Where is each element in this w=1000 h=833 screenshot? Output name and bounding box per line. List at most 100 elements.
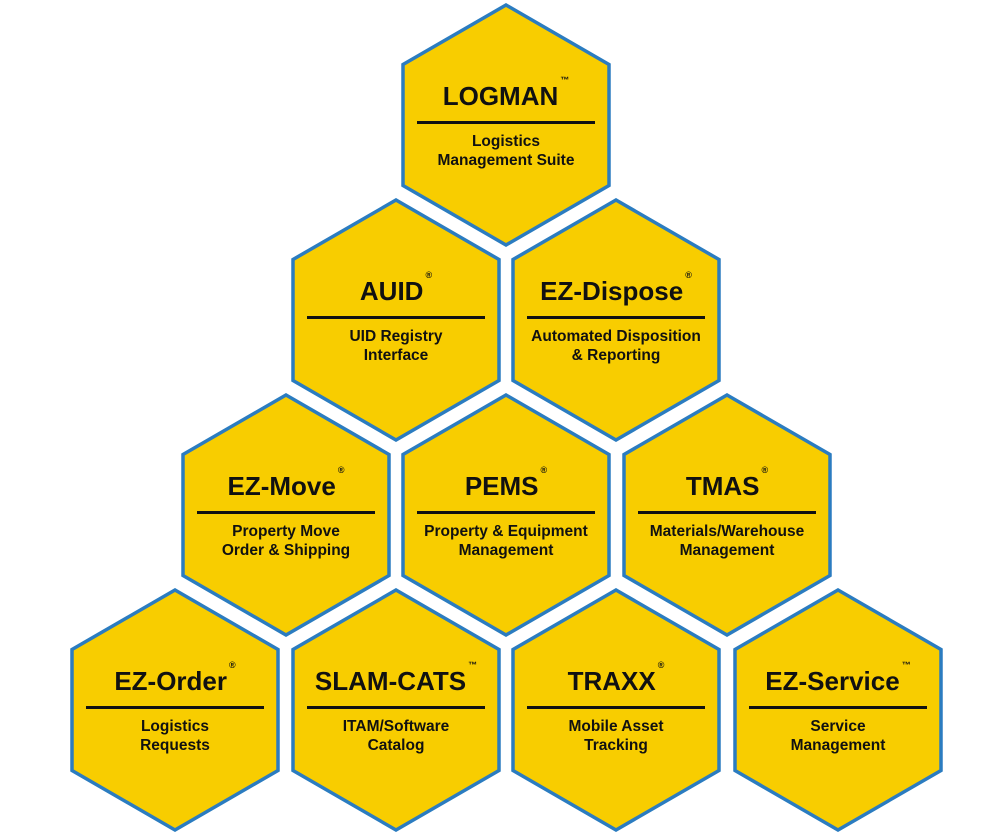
description-line: UID Registry [349, 328, 443, 345]
hexagon-shape [511, 588, 721, 832]
divider [197, 511, 375, 514]
product-name: LOGMAN™ [401, 75, 611, 112]
product-description: Logistics Requests [70, 717, 280, 755]
hex-auid: AUID® UID Registry Interface [291, 198, 501, 442]
description-line: Service [810, 718, 866, 735]
divider [86, 706, 264, 709]
divider [417, 511, 595, 514]
divider [527, 706, 705, 709]
hexagon-fill [181, 393, 391, 637]
hexagon-shape [733, 588, 943, 832]
product-name-text: PEMS [464, 471, 539, 501]
product-name-text: EZ-Move [227, 471, 336, 501]
product-description: Property Move Order & Shipping [181, 522, 391, 560]
hexagon-shape [511, 198, 721, 442]
hex-ez-dispose: EZ-Dispose® Automated Disposition & Repo… [511, 198, 721, 442]
trademark-mark: ® [685, 270, 692, 280]
product-name-text: SLAM-CATS [314, 666, 467, 696]
description-line: & Reporting [571, 347, 661, 364]
trademark-mark: ® [337, 465, 345, 475]
hexagon-shape [401, 3, 611, 247]
hex-ez-service: EZ-Service™ Service Management [733, 588, 943, 832]
hex-slam-cats: SLAM-CATS™ ITAM/Software Catalog [291, 588, 501, 832]
hexagon-shape [622, 393, 832, 637]
hexagon-fill [70, 588, 280, 832]
trademark-mark: ™ [468, 660, 478, 670]
product-name-text: LOGMAN [442, 81, 559, 111]
product-name-text: EZ-Dispose [540, 276, 684, 306]
description-line: Management [458, 542, 554, 559]
product-description: Service Management [733, 717, 943, 755]
description-line: Property & Equipment [424, 523, 588, 540]
hex-ez-move: EZ-Move® Property Move Order & Shipping [181, 393, 391, 637]
description-line: ITAM/Software [342, 718, 450, 735]
trademark-mark: ™ [560, 75, 570, 85]
product-name-text: EZ-Order [114, 666, 228, 696]
description-line: Management [790, 737, 886, 754]
hexagon-fill [511, 588, 721, 832]
hexagon-shape [291, 198, 501, 442]
divider [417, 121, 595, 124]
product-description: Logistics Management Suite [401, 132, 611, 170]
product-name: SLAM-CATS™ [291, 660, 501, 697]
product-name: EZ-Service™ [733, 660, 943, 697]
product-description: Materials/Warehouse Management [622, 522, 832, 560]
product-name: EZ-Move® [181, 465, 391, 502]
description-line: Management Suite [437, 152, 575, 169]
hexagon-fill [622, 393, 832, 637]
divider [749, 706, 927, 709]
hexagon-shape [291, 588, 501, 832]
hexagon-fill [733, 588, 943, 832]
hexagon-shape [401, 393, 611, 637]
hex-logman: LOGMAN™ Logistics Management Suite [401, 3, 611, 247]
description-line: Tracking [584, 737, 648, 754]
product-name: AUID® [291, 270, 501, 307]
product-description: Property & Equipment Management [401, 522, 611, 560]
product-name-text: TRAXX [567, 666, 656, 696]
description-line: Mobile Asset [568, 718, 664, 735]
product-name-text: TMAS [685, 471, 760, 501]
divider [307, 316, 485, 319]
description-line: Logistics [471, 133, 541, 150]
hex-traxx: TRAXX® Mobile Asset Tracking [511, 588, 721, 832]
hexagon-fill [291, 198, 501, 442]
hexagon-fill [511, 198, 721, 442]
product-name: TRAXX® [511, 660, 721, 697]
trademark-mark: ® [761, 465, 769, 475]
product-name-text: AUID [359, 276, 424, 306]
product-description: ITAM/Software Catalog [291, 717, 501, 755]
product-description: Mobile Asset Tracking [511, 717, 721, 755]
hex-ez-order: EZ-Order® Logistics Requests [70, 588, 280, 832]
hexagon-fill [401, 3, 611, 247]
description-line: Requests [140, 737, 210, 754]
description-line: Property Move [232, 523, 340, 540]
trademark-mark: ® [540, 465, 548, 475]
description-line: Order & Shipping [221, 542, 351, 559]
description-line: Interface [363, 347, 429, 364]
product-name: EZ-Dispose® [511, 270, 721, 307]
divider [307, 706, 485, 709]
trademark-mark: ® [657, 660, 665, 670]
hexagon-shape [70, 588, 280, 832]
description-line: Catalog [367, 737, 425, 754]
product-name: EZ-Order® [70, 660, 280, 697]
description-line: Automated Disposition [531, 328, 701, 345]
hexagon-fill [291, 588, 501, 832]
description-line: Materials/Warehouse [649, 523, 805, 540]
hex-tmas: TMAS® Materials/Warehouse Management [622, 393, 832, 637]
trademark-mark: ™ [901, 660, 911, 670]
divider [638, 511, 816, 514]
product-name-text: EZ-Service [765, 666, 900, 696]
hexagon-shape [181, 393, 391, 637]
product-description: Automated Disposition & Reporting [511, 327, 721, 365]
product-name: TMAS® [622, 465, 832, 502]
product-description: UID Registry Interface [291, 327, 501, 365]
trademark-mark: ® [229, 660, 236, 670]
hexagon-fill [401, 393, 611, 637]
description-line: Logistics [140, 718, 210, 735]
product-name: PEMS® [401, 465, 611, 502]
trademark-mark: ® [425, 270, 433, 280]
hex-pems: PEMS® Property & Equipment Management [401, 393, 611, 637]
description-line: Management [679, 542, 775, 559]
divider [527, 316, 705, 319]
